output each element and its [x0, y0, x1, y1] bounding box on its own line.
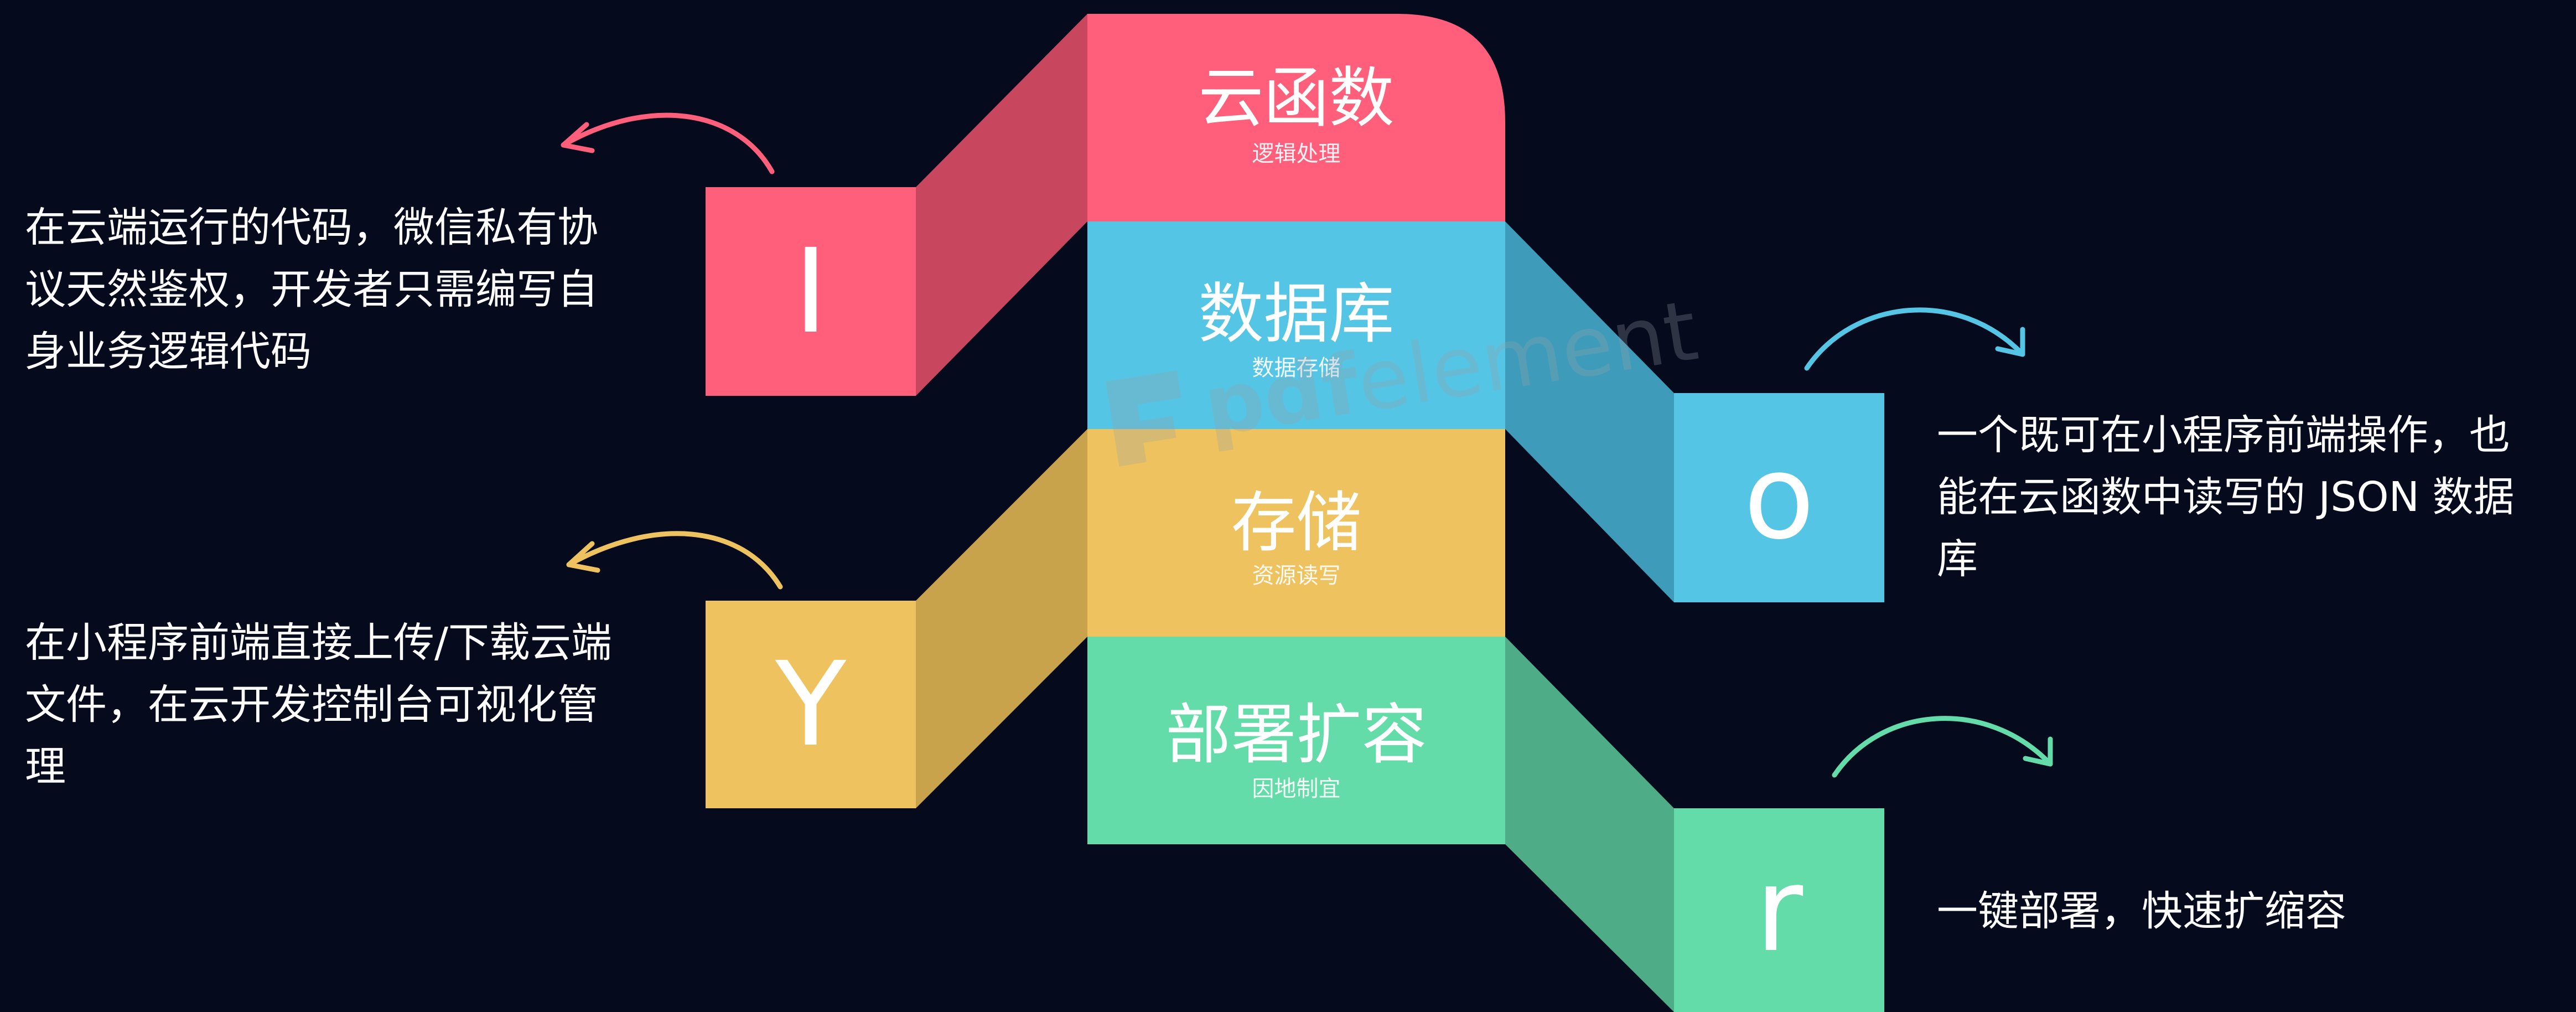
desc-cloud-function: 在云端运行的代码，微信私有协 议天然鉴权，开发者只需编写自 身业务逻辑代码: [25, 197, 689, 383]
desc-storage: 在小程序前端直接上传/下载云端 文件，在云开发控制台可视化管 理: [25, 612, 689, 798]
arrow-storage: [566, 531, 783, 590]
tile-i-bg: [706, 187, 916, 396]
connector-deploy: [1505, 637, 1674, 1012]
tile-o-bg: [1674, 393, 1884, 602]
tile-y-bg: [706, 601, 916, 808]
desc-line: 能在云函数中读写的 JSON 数据: [1937, 473, 2515, 521]
desc-line: 在小程序前端直接上传/下载云端: [25, 619, 612, 667]
block-storage-title: 存储: [1231, 484, 1362, 561]
tile-r-bg: [1674, 808, 1884, 1012]
pdfelement-watermark: pdf element: [1100, 282, 1704, 470]
desc-line: 一个既可在小程序前端操作，也: [1937, 411, 2510, 459]
block-cloud-function-bg: [1087, 14, 1505, 221]
desc-line: 议天然鉴权，开发者只需编写自: [25, 266, 598, 313]
desc-database: 一个既可在小程序前端操作，也 能在云函数中读写的 JSON 数据 库: [1937, 404, 2573, 590]
block-database-subtitle: 数据存储: [1252, 355, 1341, 381]
desc-line: 身业务逻辑代码: [25, 328, 312, 375]
arrow-deploy: [1832, 716, 2053, 778]
block-storage-bg: [1087, 429, 1505, 637]
tile-letter-r: r: [1755, 842, 1803, 978]
block-deploy-subtitle: 因地制宜: [1252, 776, 1341, 802]
block-deploy-bg: [1087, 637, 1505, 844]
desc-line: 在云端运行的代码，微信私有协: [25, 204, 598, 251]
pdfelement-logo-icon: [1100, 364, 1196, 470]
connector-cloud-function: [916, 14, 1087, 396]
block-storage-subtitle: 资源读写: [1252, 563, 1341, 588]
watermark-bold-text: pdf: [1198, 336, 1366, 456]
block-cloud-function-subtitle: 逻辑处理: [1252, 141, 1341, 167]
connector-database: [1505, 221, 1674, 602]
block-database-bg: [1087, 221, 1505, 429]
desc-line: 库: [1937, 535, 1978, 583]
desc-line: 文件，在云开发控制台可视化管: [25, 681, 598, 729]
block-database-title: 数据库: [1198, 276, 1395, 352]
tile-letter-o: o: [1743, 430, 1815, 565]
desc-line: 理: [25, 743, 66, 791]
block-cloud-function-title: 云函数: [1198, 60, 1395, 136]
connector-storage: [916, 429, 1087, 808]
arrow-cloud-function: [561, 112, 775, 174]
block-deploy-title: 部署扩容: [1165, 696, 1427, 773]
desc-deploy: 一键部署，快速扩缩容: [1937, 880, 2573, 942]
desc-line: 一键部署，快速扩缩容: [1937, 887, 2346, 935]
tile-letter-i: I: [794, 223, 828, 359]
arrow-database: [1804, 307, 2025, 371]
tile-letter-y: Y: [775, 636, 847, 772]
